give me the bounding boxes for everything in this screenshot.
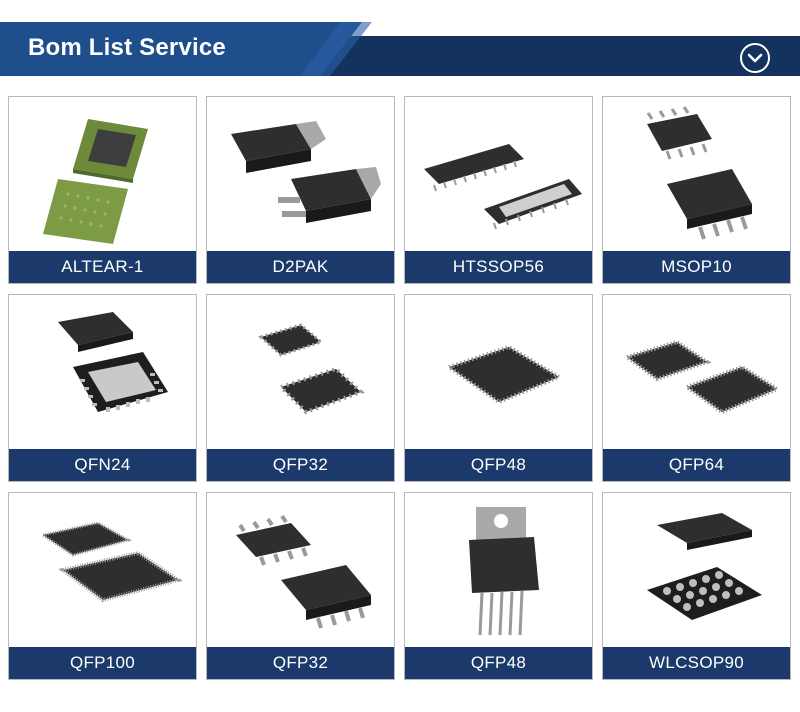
msop-chip-icon — [603, 97, 790, 251]
product-card[interactable]: QFP100 — [8, 492, 197, 680]
to220-regulator-icon — [405, 493, 592, 647]
product-label: HTSSOP56 — [405, 251, 592, 283]
product-card[interactable]: QFP64 — [602, 294, 791, 482]
bga-chip-icon — [9, 97, 196, 251]
product-card[interactable]: QFP48 — [404, 294, 593, 482]
qfp100-chip-icon — [9, 493, 196, 647]
product-card[interactable]: HTSSOP56 — [404, 96, 593, 284]
product-grid: ALTEAR-1 D2PAK — [8, 96, 792, 686]
product-card[interactable]: WLCSOP90 — [602, 492, 791, 680]
product-label: QFP32 — [207, 647, 394, 679]
product-label: QFP64 — [603, 449, 790, 481]
htssop-chip-icon — [405, 97, 592, 251]
header-banner — [0, 22, 800, 76]
chevron-down-circle-icon[interactable] — [740, 43, 770, 73]
qfp48-chip-icon — [405, 295, 592, 449]
product-card[interactable]: QFP32 — [206, 294, 395, 482]
product-label: MSOP10 — [603, 251, 790, 283]
product-card[interactable]: QFN24 — [8, 294, 197, 482]
product-label: QFP48 — [405, 449, 592, 481]
product-card[interactable]: MSOP10 — [602, 96, 791, 284]
product-label: ALTEAR-1 — [9, 251, 196, 283]
product-label: QFP32 — [207, 449, 394, 481]
product-label: QFP100 — [9, 647, 196, 679]
product-label: QFN24 — [9, 449, 196, 481]
product-card[interactable]: QFP48 — [404, 492, 593, 680]
product-label: D2PAK — [207, 251, 394, 283]
page-header: Bom List Service — [0, 22, 800, 76]
qfn-chip-icon — [9, 295, 196, 449]
qfp64-chip-icon — [603, 295, 790, 449]
product-card[interactable]: D2PAK — [206, 96, 395, 284]
wlcsp-chip-icon — [603, 493, 790, 647]
d2pak-transistor-icon — [207, 97, 394, 251]
product-label: WLCSOP90 — [603, 647, 790, 679]
soic-chip-icon — [207, 493, 394, 647]
product-label: QFP48 — [405, 647, 592, 679]
product-card[interactable]: ALTEAR-1 — [8, 96, 197, 284]
product-card[interactable]: QFP32 — [206, 492, 395, 680]
qfp32-chip-icon — [207, 295, 394, 449]
page-title: Bom List Service — [28, 34, 226, 61]
